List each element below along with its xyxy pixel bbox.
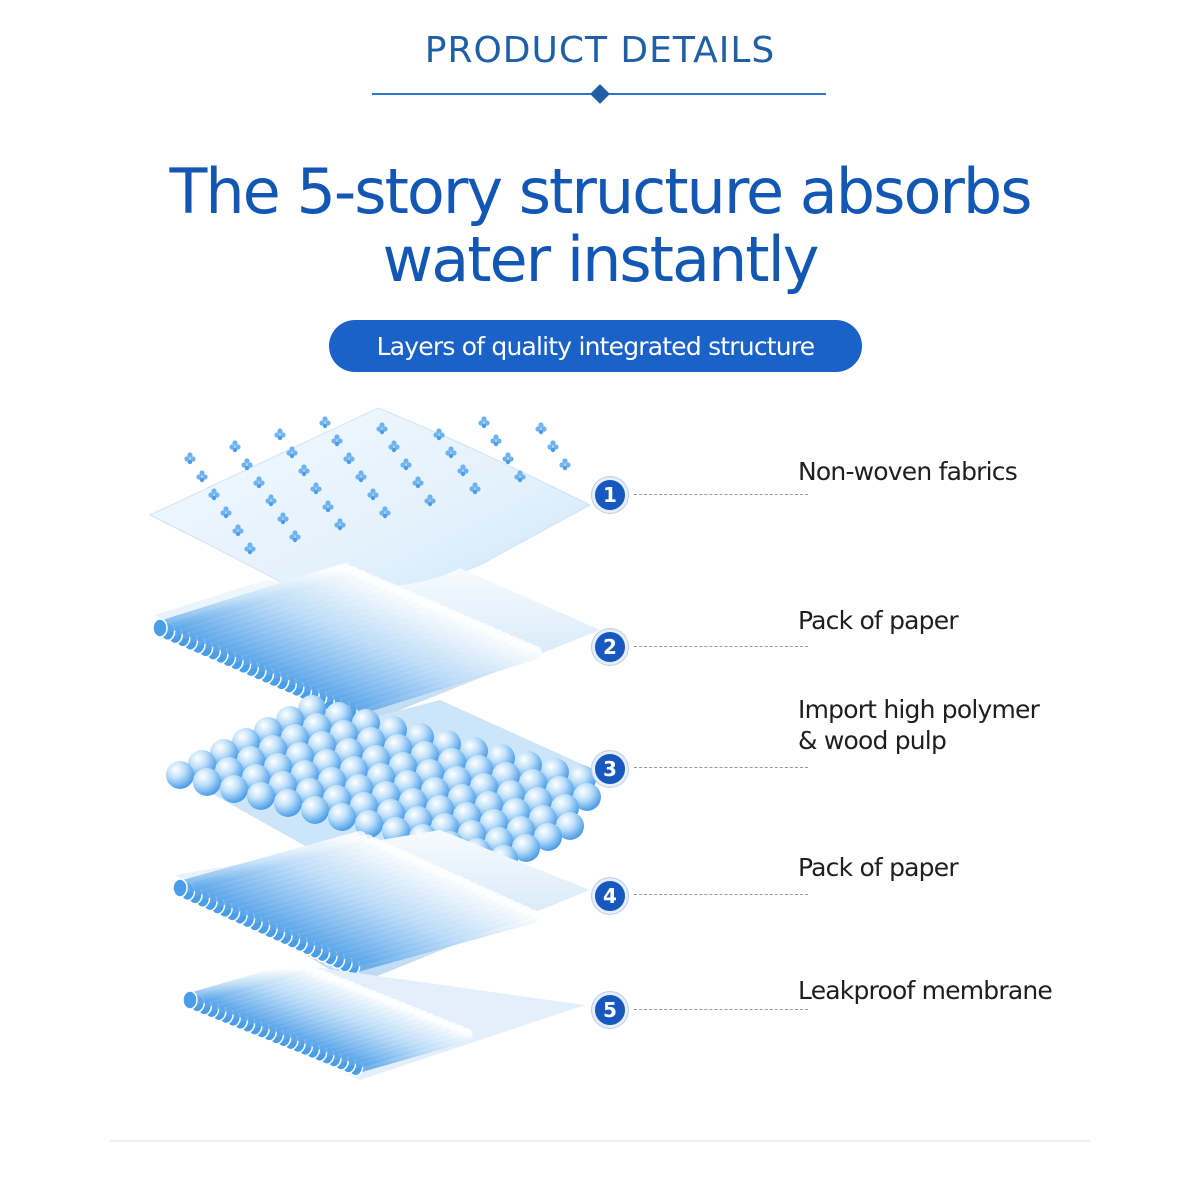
tube-end [172, 878, 188, 898]
layer-5-label-text: Leakproof membrane [798, 976, 1053, 1005]
sheet-dot [253, 476, 265, 489]
sheet-dot [433, 428, 445, 441]
sheet-dot [229, 440, 241, 453]
layer-3-label-line-2: & wood pulp [798, 726, 947, 755]
headline: The 5-story structure absorbs water inst… [0, 158, 1200, 294]
polymer-bead [355, 810, 383, 838]
tube-end [182, 990, 198, 1010]
layer-2-label: Pack of paper [798, 605, 959, 636]
sheet-dot [478, 416, 490, 429]
polymer-bead [573, 783, 601, 811]
layer-2-leader-line [634, 646, 808, 647]
polymer-bead [301, 796, 329, 824]
layer-3-label-line-1: Import high polymer [798, 695, 1040, 724]
sheet-dot [310, 482, 322, 495]
layer-5-leakproof-membrane [182, 961, 585, 1080]
layer-5-leader-line [634, 1009, 808, 1010]
polymer-bead [512, 834, 540, 862]
sheet-dot [514, 470, 526, 483]
sheet-dot [196, 470, 208, 483]
sheet-dot [457, 464, 469, 477]
sheet-dot [445, 446, 457, 459]
polymer-bead [274, 789, 302, 817]
paper-tube [173, 831, 367, 895]
layer-1-label: Non-woven fabrics [798, 456, 1018, 487]
sheet-dot [232, 524, 244, 537]
sheet-dot [376, 422, 388, 435]
sheet-dot [490, 434, 502, 447]
paper-tube [153, 563, 352, 635]
sheet-dot [535, 422, 547, 435]
sheet-dot [289, 530, 301, 543]
layer-2-paper-pack [152, 563, 600, 728]
layer-3-polymer-beads [166, 695, 601, 873]
layer-1-leader-line [634, 494, 808, 495]
sheet-dot [322, 500, 334, 513]
layer-2-label-text: Pack of paper [798, 606, 959, 635]
sheet-dot [265, 494, 277, 507]
sheet-dot [547, 440, 559, 453]
sheet-dot [379, 506, 391, 519]
sheet-dot [355, 470, 367, 483]
layer-3-number-badge: 3 [592, 751, 628, 787]
sheet-dot [184, 452, 196, 465]
footer-divider [110, 1140, 1090, 1142]
sheet-dot [208, 488, 220, 501]
sheet-dot [424, 494, 436, 507]
layer-1-label-text: Non-woven fabrics [798, 457, 1018, 486]
layer-4-paper-pack [172, 830, 590, 985]
tube-end [152, 618, 168, 638]
sheet-dot [412, 476, 424, 489]
sheet-dot [400, 458, 412, 471]
sheet-dot [277, 512, 289, 525]
polymer-bead [247, 782, 275, 810]
section-title: PRODUCT DETAILS [424, 30, 776, 71]
polymer-bead [166, 761, 194, 789]
headline-line-2: water instantly [382, 223, 820, 296]
layer-4-label-text: Pack of paper [798, 853, 959, 882]
title-divider [372, 84, 826, 104]
sheet-dot [220, 506, 232, 519]
layer-4-number-badge: 4 [592, 878, 628, 914]
headline-line-1: The 5-story structure absorbs [169, 155, 1032, 228]
sheet-dot [559, 458, 571, 471]
sheet-dot [469, 482, 481, 495]
sheet-dot [286, 446, 298, 459]
layer-5-label: Leakproof membrane [798, 975, 1053, 1006]
layer-1-nonwoven-sheet [148, 407, 592, 621]
sheet-dot [502, 452, 514, 465]
polymer-bead [220, 775, 248, 803]
layer-1-number-badge: 1 [592, 477, 628, 513]
sheet-dot [274, 428, 286, 441]
layer-5-number-badge: 5 [592, 992, 628, 1028]
sheet-dot [334, 518, 346, 531]
sheet-dot [331, 434, 343, 447]
structure-pill: Layers of quality integrated structure [329, 320, 862, 372]
paper-tube [183, 961, 307, 1007]
layer-4-leader-line [634, 894, 808, 895]
polymer-bead [534, 823, 562, 851]
sheet-dot [244, 542, 256, 555]
layer-3-label: Import high polymer & wood pulp [798, 694, 1040, 756]
sheet-dot [367, 488, 379, 501]
layer-2-number-badge: 2 [592, 629, 628, 665]
layer-4-label: Pack of paper [798, 852, 959, 883]
sheet-dot [241, 458, 253, 471]
sheet-dot [298, 464, 310, 477]
polymer-bead [193, 768, 221, 796]
polymer-bead [556, 812, 584, 840]
sheet-dot [343, 452, 355, 465]
sheet-dot [319, 416, 331, 429]
polymer-bead [328, 803, 356, 831]
layer-3-leader-line [634, 767, 808, 768]
sheet-dot [388, 440, 400, 453]
